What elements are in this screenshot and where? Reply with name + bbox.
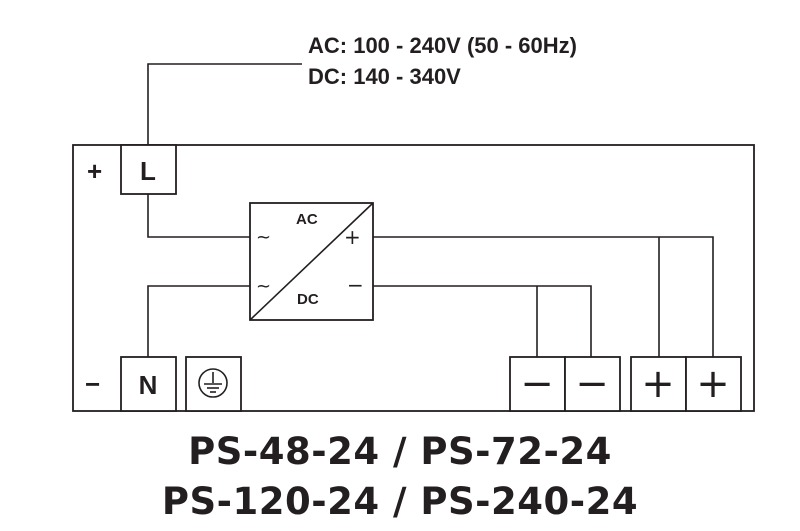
terminal-output-positive-1: +	[630, 356, 687, 412]
ac-input-symbol-2: ~	[256, 276, 271, 297]
wire-n-to-converter	[147, 285, 250, 357]
converter-dc-label: DC	[297, 291, 319, 308]
terminal-l: L	[120, 144, 177, 195]
dc-input-spec: DC: 140 - 340V	[308, 64, 461, 89]
terminal-output-negative-2: −	[564, 356, 621, 412]
dc-plus-symbol: +	[344, 225, 361, 249]
terminal-output-negative-2-label: −	[575, 361, 609, 407]
model-line-1: PS-48-24 / PS-72-24	[188, 430, 612, 473]
terminal-output-negative-1-label: −	[520, 361, 554, 407]
wire-negative-output	[373, 285, 592, 357]
terminal-ground	[185, 356, 242, 412]
model-line-2: PS-120-24 / PS-240-24	[161, 480, 639, 523]
terminal-l-label: L	[140, 156, 156, 186]
terminal-n: N	[120, 356, 177, 412]
ground-icon	[198, 368, 228, 398]
terminal-output-positive-1-label: +	[641, 361, 675, 407]
input-lead-wire	[147, 63, 302, 145]
terminal-output-positive-2: +	[685, 356, 742, 412]
terminal-n-label: N	[139, 370, 158, 400]
n-polarity-sign: −	[85, 369, 100, 399]
ac-input-spec: AC: 100 - 240V (50 - 60Hz)	[308, 33, 577, 58]
wire-positive-output	[373, 236, 714, 357]
converter-ac-label: AC	[296, 211, 318, 228]
terminal-output-positive-2-label: +	[696, 361, 730, 407]
dc-minus-symbol: −	[347, 273, 364, 297]
terminal-output-negative-1: −	[509, 356, 566, 412]
l-polarity-sign: +	[87, 156, 102, 186]
ac-input-symbol-1: ~	[256, 227, 271, 248]
ac-dc-converter: AC DC ~ ~ + −	[249, 202, 374, 321]
wire-l-to-converter	[147, 194, 250, 238]
